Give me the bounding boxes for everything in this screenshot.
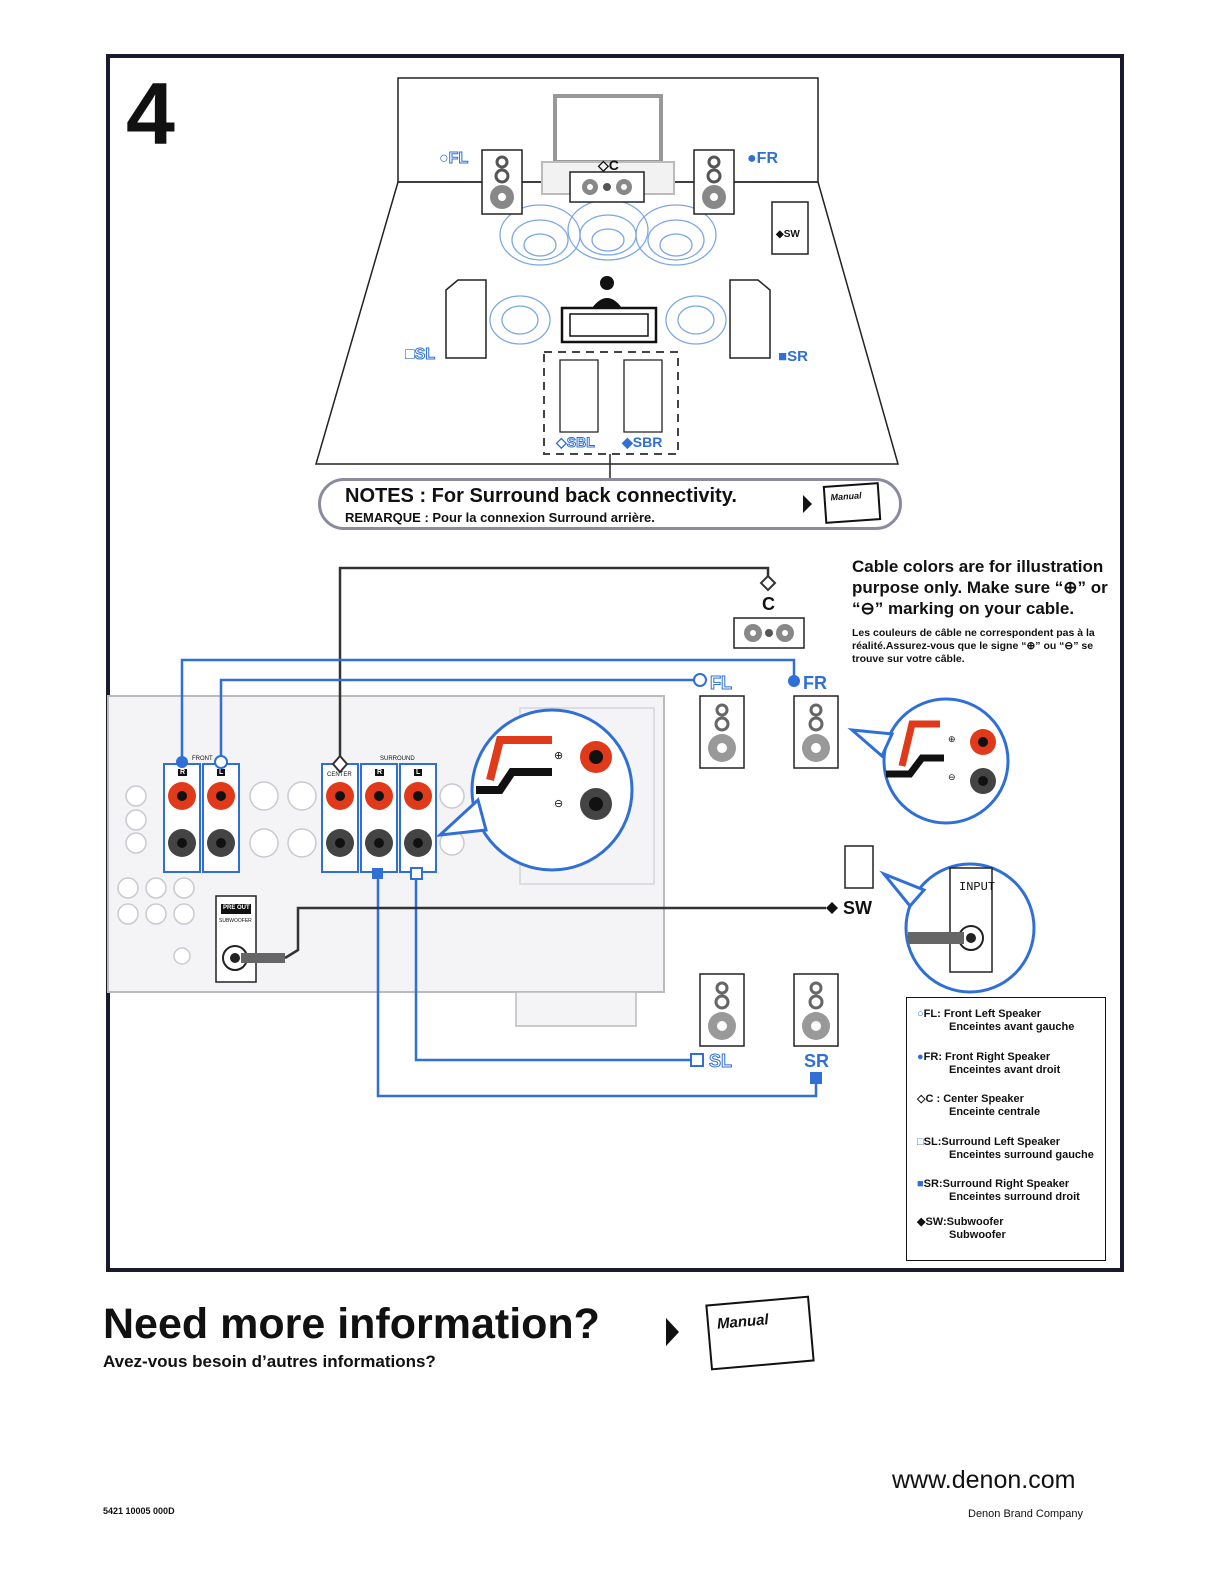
wire-label-c: C <box>762 594 775 614</box>
notes-subtitle: REMARQUE : Pour la connexion Surround ar… <box>345 510 655 525</box>
room-label-c: ◇C <box>598 157 619 173</box>
front-l-label: L <box>217 769 226 776</box>
terminal-center <box>374 838 384 848</box>
document-code: 5421 10005 000D <box>103 1506 175 1516</box>
room-label-sbl: ◇SBL <box>556 434 595 451</box>
room-label-sl: □SL <box>405 346 436 364</box>
terminal-center <box>413 838 423 848</box>
terminal-center <box>216 791 226 801</box>
speaker-icon <box>793 973 839 1047</box>
step-frame <box>106 54 1124 1272</box>
surround-label: SURROUND <box>380 756 415 762</box>
surround-r-label: R <box>375 769 385 776</box>
front-r-label: R <box>178 769 188 776</box>
wire-label-fr: FR <box>803 673 827 693</box>
speaker-icon <box>699 973 745 1047</box>
bubble-plus-icon: ⊕ <box>948 734 956 744</box>
cable-note-en: Cable colors are for illustration purpos… <box>852 557 1108 618</box>
footer-manual-icon[interactable]: Manual <box>705 1295 815 1371</box>
terminal-center <box>335 791 345 801</box>
center-label: CENTER <box>327 772 352 778</box>
room-label-fr: ●FR <box>747 150 778 167</box>
terminal-center <box>413 791 423 801</box>
surround-l-label: L <box>414 769 423 776</box>
terminal-center <box>335 838 345 848</box>
terminal-center <box>177 838 187 848</box>
brand-text: Denon Brand Company <box>968 1508 1083 1520</box>
footer-subtitle: Avez-vous besoin d’autres informations? <box>103 1352 436 1371</box>
wire-label-sr: SR <box>804 1051 830 1071</box>
minus-icon: ⊖ <box>554 798 564 810</box>
wire-label-fl: FL <box>710 673 733 694</box>
wire-label-sw: SW <box>843 898 872 918</box>
wire-label-sl: SL <box>708 1051 733 1072</box>
notes-arrow-icon <box>803 495 812 513</box>
speaker-icon <box>699 695 745 769</box>
terminal-center <box>216 838 226 848</box>
room-label-fl: ○FL <box>439 150 469 168</box>
surround-back-notes[interactable]: NOTES : For Surround back connectivity. … <box>318 478 902 530</box>
front-label: FRONT <box>192 756 213 762</box>
notes-title: NOTES : For Surround back connectivity. <box>345 485 737 507</box>
bubble-minus-icon: ⊖ <box>948 772 956 782</box>
room-label-sbr: ◆SBR <box>622 434 663 450</box>
room-label-sw: ◆SW <box>776 229 800 240</box>
website-link[interactable]: www.denon.com <box>892 1466 1076 1494</box>
speaker-icon <box>793 695 839 769</box>
subwoofer-jack-label: SUBWOOFER <box>219 918 252 924</box>
room-label-sr: ■SR <box>778 348 808 365</box>
step-number: 4 <box>126 64 175 163</box>
plus-icon: ⊕ <box>554 750 564 762</box>
cable-note-fr: Les couleurs de câble ne correspondent p… <box>852 627 1095 665</box>
terminal-center <box>177 791 187 801</box>
footer-arrow-icon <box>666 1318 679 1346</box>
terminal-center <box>374 791 384 801</box>
pre-out-label: PRE OUT <box>223 905 250 911</box>
footer-title: Need more information? <box>103 1300 600 1348</box>
sub-input-label: INPUT <box>959 880 996 894</box>
